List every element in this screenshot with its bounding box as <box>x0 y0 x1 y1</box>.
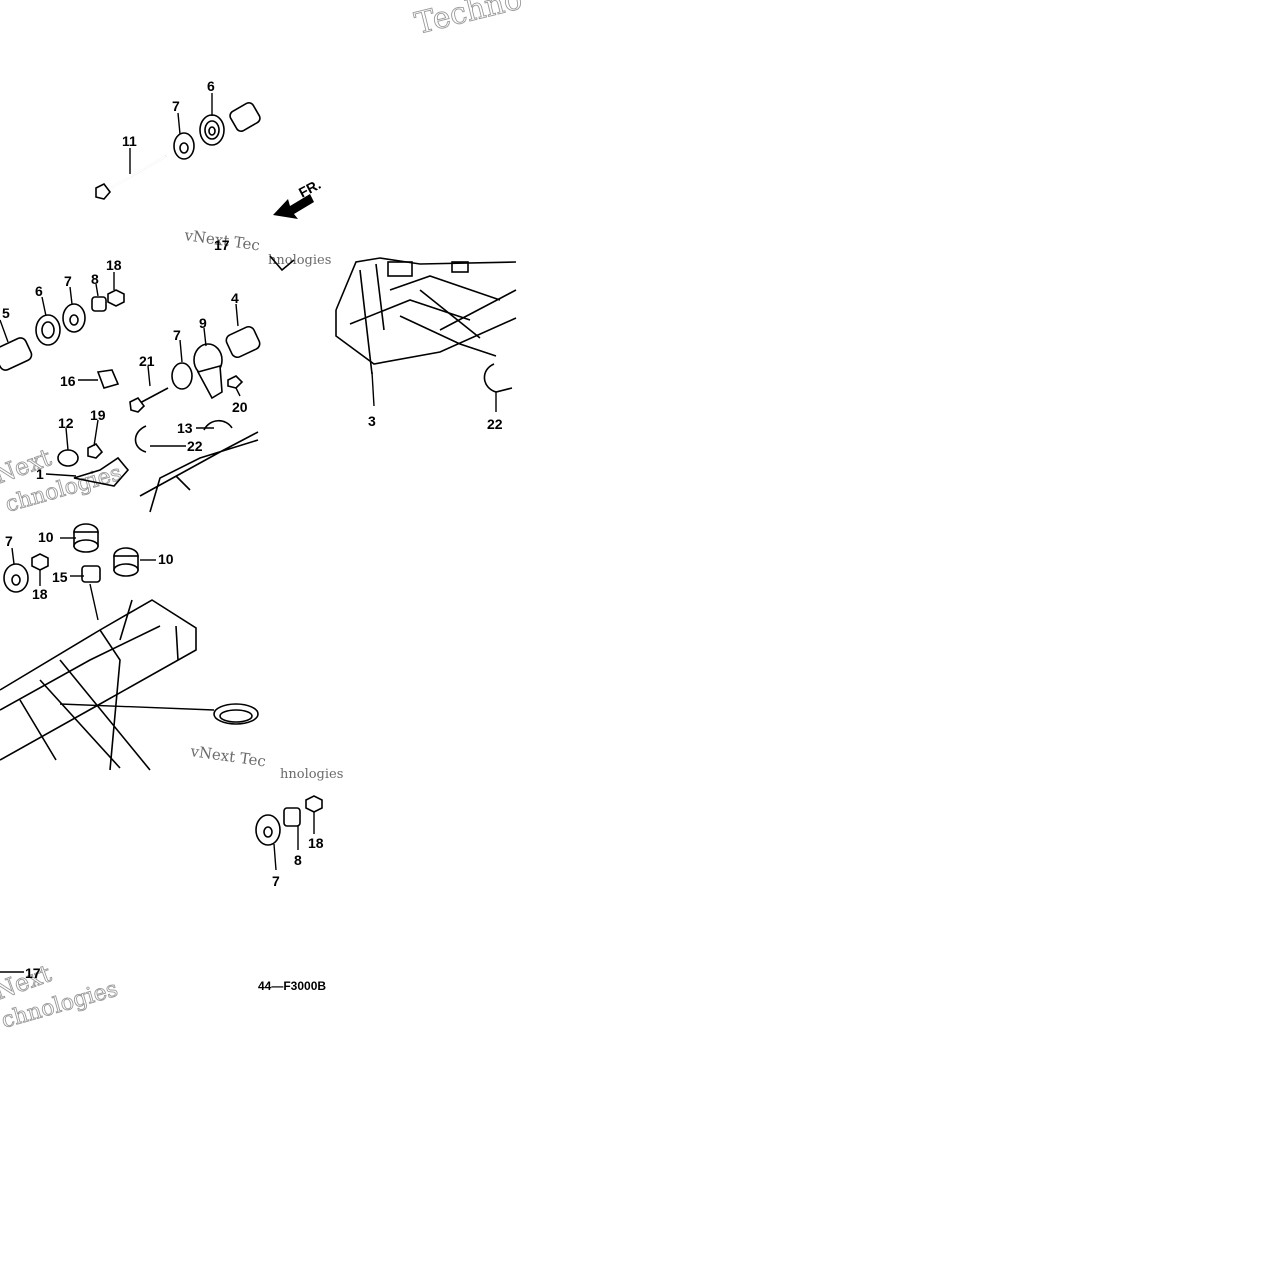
callout-12: 12 <box>58 415 74 431</box>
callout-22: 22 <box>187 438 203 454</box>
tile-top-left: FR. 11 7 6 17 <box>95 78 323 253</box>
watermark-small: vNext Tec <box>188 742 267 771</box>
callout-6: 6 <box>207 78 215 94</box>
callout-7: 7 <box>173 327 181 343</box>
callout-5: 5 <box>2 305 10 321</box>
callout-19: 19 <box>90 407 106 423</box>
callout-18: 18 <box>308 835 324 851</box>
front-arrow-icon <box>273 194 314 219</box>
callout-7: 7 <box>5 533 13 549</box>
direction-label: FR. <box>296 176 323 201</box>
callout-9: 9 <box>199 315 207 331</box>
callout-8: 8 <box>91 271 99 287</box>
tile-bottom-left: 17 44—F3000B <box>0 965 326 993</box>
callout-22: 22 <box>487 416 503 432</box>
callout-7: 7 <box>172 98 180 114</box>
diagram-code: 44—F3000B <box>258 979 326 993</box>
callout-7: 7 <box>272 873 280 889</box>
callout-17: 17 <box>25 965 41 981</box>
callout-17: 17 <box>214 237 230 253</box>
callout-6: 6 <box>35 283 43 299</box>
callout-7: 7 <box>64 273 72 289</box>
tile-middle-left: 5 6 7 8 18 4 9 7 21 16 20 12 19 13 22 1 <box>0 257 261 513</box>
callout-16: 16 <box>60 373 76 389</box>
callout-1: 1 <box>36 466 44 482</box>
callout-13: 13 <box>177 420 193 436</box>
callout-15: 15 <box>52 569 68 585</box>
callout-11: 11 <box>122 133 137 149</box>
callout-3: 3 <box>368 413 376 429</box>
callout-10: 10 <box>158 551 174 567</box>
watermark-small-2: hnologies <box>280 767 343 782</box>
tile-lower-left: 10 10 7 18 15 <box>0 523 259 771</box>
callout-18: 18 <box>32 586 48 602</box>
watermark-small-2: hnologies <box>268 253 331 268</box>
callout-18: 18 <box>106 257 122 273</box>
tile-middle-right: 3 22 <box>269 255 517 432</box>
callout-4: 4 <box>231 290 239 306</box>
callout-8: 8 <box>294 852 302 868</box>
callout-20: 20 <box>232 399 248 415</box>
callout-21: 21 <box>139 353 155 369</box>
watermark-outline: Techno <box>411 0 525 42</box>
callout-10: 10 <box>38 529 54 545</box>
tile-lower-middle: 7 8 18 <box>255 795 324 889</box>
